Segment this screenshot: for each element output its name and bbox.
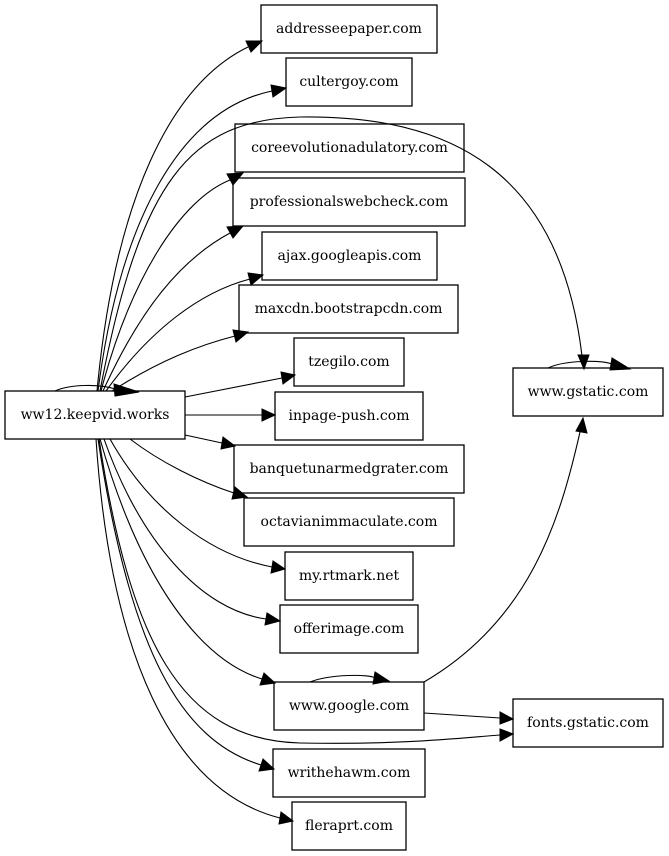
node-label: www.google.com xyxy=(289,698,409,714)
edge-ww12-writhehawm xyxy=(97,438,276,772)
node-rtmark: my.rtmark.net xyxy=(284,551,414,601)
node-ajax: ajax.googleapis.com xyxy=(261,231,438,281)
edge-ww12-maxcdn xyxy=(111,329,250,392)
edge-ww12-offerimage xyxy=(103,438,282,626)
node-inpage: inpage-push.com xyxy=(274,391,424,441)
node-label: fonts.gstatic.com xyxy=(527,715,649,731)
edge-ww12-fleraprt xyxy=(95,438,295,825)
node-maxcdn: maxcdn.bootstrapcdn.com xyxy=(238,284,459,334)
node-label: my.rtmark.net xyxy=(299,568,400,584)
edge-ww12-addresseepaper xyxy=(96,40,264,392)
edge-ww12-cultergoy xyxy=(97,84,288,392)
node-ww12: ww12.keepvid.works xyxy=(4,390,186,440)
node-label: professionalswebcheck.com xyxy=(250,194,449,210)
edge-ww12-coreevolution xyxy=(100,172,245,392)
node-google: www.google.com xyxy=(273,681,425,731)
node-banquet: banquetunarmedgrater.com xyxy=(233,444,465,494)
edge-ww12-rtmark xyxy=(109,438,287,574)
node-label: octavianimmaculate.com xyxy=(261,514,438,530)
node-label: ww12.keepvid.works xyxy=(21,407,170,423)
edge-ww12-professionalswebcheck xyxy=(102,225,245,392)
node-label: banquetunarmedgrater.com xyxy=(250,461,449,477)
node-label: maxcdn.bootstrapcdn.com xyxy=(255,301,443,317)
edge-ww12-inpage xyxy=(185,408,277,422)
node-label: fleraprt.com xyxy=(305,818,393,834)
node-professionalswebcheck: professionalswebcheck.com xyxy=(232,177,466,227)
edge-ww12-tzegilo xyxy=(184,371,297,398)
edge-ww12-ajax xyxy=(105,272,265,392)
edge-ww12-octavian xyxy=(129,438,249,500)
node-addresseepaper: addresseepaper.com xyxy=(260,4,438,54)
node-writhehawm: writhehawm.com xyxy=(272,748,426,798)
node-label: www.gstatic.com xyxy=(528,384,649,400)
edge-ww12-google xyxy=(99,438,277,686)
node-label: tzegilo.com xyxy=(308,354,389,370)
node-tzegilo: tzegilo.com xyxy=(293,337,405,387)
node-cultergoy: cultergoy.com xyxy=(285,57,413,107)
node-label: cultergoy.com xyxy=(299,74,398,90)
edge-ww12-banquet xyxy=(184,434,237,450)
node-label: inpage-push.com xyxy=(289,408,410,424)
edge-google-gstatic xyxy=(423,416,588,683)
edge-gstatic-self xyxy=(547,357,632,371)
edge-ww12-fonts xyxy=(98,438,515,744)
node-coreevolution: coreevolutionadulatory.com xyxy=(234,123,465,173)
node-octavian: octavianimmaculate.com xyxy=(243,497,455,547)
node-label: writhehawm.com xyxy=(288,765,411,781)
node-offerimage: offerimage.com xyxy=(279,604,419,654)
edge-google-fonts xyxy=(423,711,515,725)
node-label: coreevolutionadulatory.com xyxy=(251,140,448,156)
node-gstatic: www.gstatic.com xyxy=(512,367,664,417)
node-label: ajax.googleapis.com xyxy=(278,248,422,264)
node-label: addresseepaper.com xyxy=(276,21,422,37)
node-label: offerimage.com xyxy=(294,621,405,637)
edge-google-self xyxy=(309,671,391,685)
node-fleraprt: fleraprt.com xyxy=(291,801,407,851)
node-fonts: fonts.gstatic.com xyxy=(512,698,664,748)
